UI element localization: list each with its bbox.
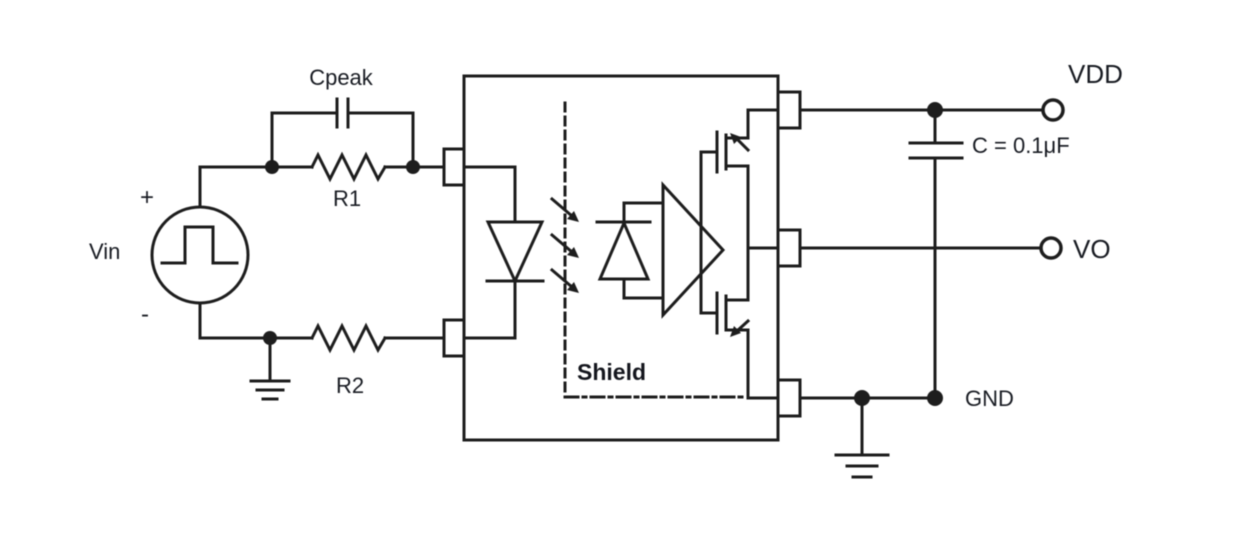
peaking-capacitor bbox=[270, 97, 415, 169]
fet-arrow-icon bbox=[730, 133, 741, 144]
bypass-cap-label: C = 0.1μF bbox=[972, 133, 1070, 158]
wire-cpeak-left bbox=[270, 111, 339, 169]
wire-cpeak-right bbox=[346, 111, 415, 169]
output-fet-bottom bbox=[699, 291, 780, 400]
r1-label: R1 bbox=[333, 186, 361, 211]
fet-arrow-icon bbox=[730, 326, 741, 337]
ground-symbol-output bbox=[834, 396, 890, 479]
pulse-waveform-icon bbox=[160, 225, 239, 265]
plus-sign: + bbox=[140, 184, 154, 211]
shield-line bbox=[563, 101, 748, 399]
anode-pin bbox=[442, 147, 466, 187]
junction-dot bbox=[406, 160, 420, 174]
junction-dot bbox=[927, 390, 943, 406]
cpeak-label: Cpeak bbox=[309, 65, 374, 90]
minus-sign: - bbox=[141, 301, 149, 328]
led bbox=[462, 165, 545, 340]
shield-label: Shield bbox=[577, 359, 646, 385]
output-fet-top bbox=[699, 108, 780, 174]
vo-pin bbox=[776, 228, 802, 268]
resistor-r1 bbox=[309, 151, 388, 183]
bypass-capacitor bbox=[908, 108, 964, 400]
vo-terminal bbox=[1039, 236, 1063, 260]
wire-vin-top bbox=[198, 165, 314, 209]
resistor-r2 bbox=[309, 322, 388, 354]
source-circle bbox=[150, 205, 250, 305]
amplifier-triangle bbox=[661, 181, 726, 319]
ground-symbol-input bbox=[249, 336, 291, 401]
light-arrow-icon bbox=[549, 232, 579, 258]
r2-label: R2 bbox=[336, 373, 364, 398]
light-arrows bbox=[549, 196, 579, 293]
gnd-label: GND bbox=[965, 386, 1014, 411]
vdd-terminal bbox=[1041, 98, 1065, 122]
led-triangle bbox=[485, 220, 545, 285]
light-arrow-icon bbox=[549, 196, 579, 222]
gnd-pin bbox=[776, 378, 802, 418]
vo-label: VO bbox=[1073, 234, 1111, 264]
optocoupler-ic-body bbox=[462, 74, 780, 442]
vdd-pin bbox=[776, 90, 802, 130]
junction-dot bbox=[265, 160, 279, 174]
vin-label: Vin bbox=[89, 239, 120, 264]
photodiode-triangle bbox=[597, 219, 651, 281]
vdd-label: VDD bbox=[1068, 59, 1123, 89]
photodiode bbox=[595, 201, 665, 300]
pulse-voltage-source bbox=[150, 205, 250, 305]
light-arrow-icon bbox=[549, 267, 579, 293]
wire-vin-bottom bbox=[198, 301, 314, 340]
cathode-pin bbox=[442, 318, 466, 358]
